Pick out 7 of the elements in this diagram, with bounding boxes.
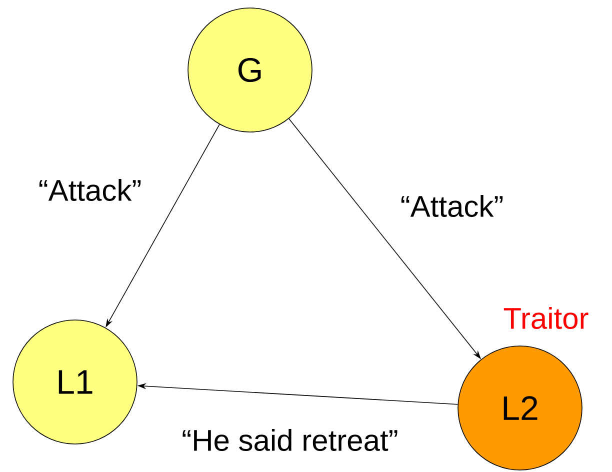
edge-label: “Attack” xyxy=(37,178,143,202)
circle-node: G xyxy=(188,8,312,132)
circle-node: L1 xyxy=(12,320,138,444)
circle-node: L2 xyxy=(458,346,582,470)
edge-label: “Attack” xyxy=(399,194,505,218)
edge-label: “He said retreat” xyxy=(180,428,400,452)
node-caption: Traitor xyxy=(504,306,588,330)
